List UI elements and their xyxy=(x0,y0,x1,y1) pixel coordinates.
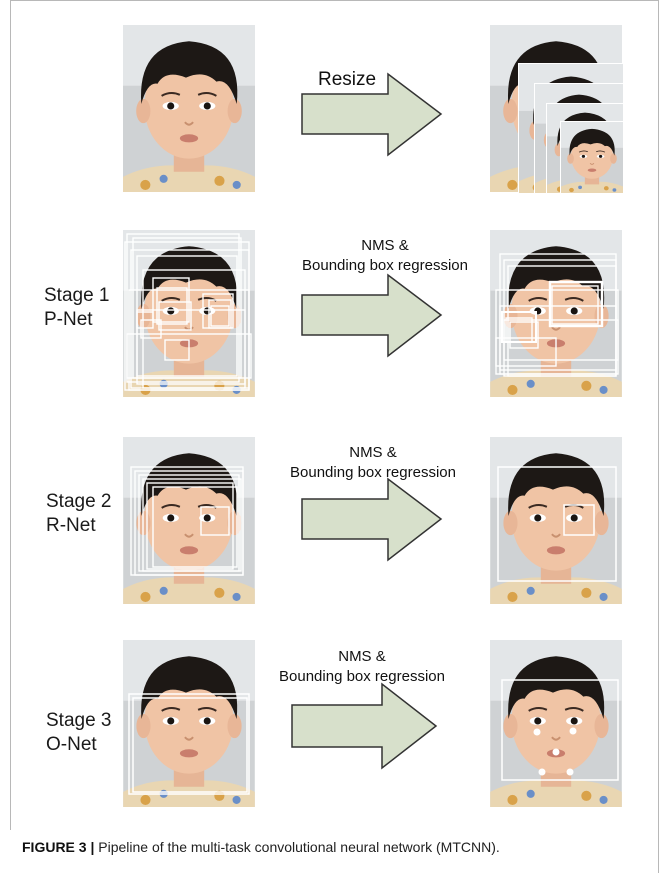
stage2-arrow-line1: NMS & xyxy=(349,444,397,461)
stage1-arrow-line2: Bounding box regression xyxy=(302,257,468,274)
stage1-output-photo xyxy=(490,230,622,397)
stage3-arrow-line2: Bounding box regression xyxy=(279,668,445,685)
stage3-arrow-line1: NMS & xyxy=(338,648,386,665)
stage2-output-photo xyxy=(490,437,622,604)
pyramid-level-5 xyxy=(560,121,624,194)
stage2-network: R-Net xyxy=(46,515,96,536)
stage2-title: Stage 2 xyxy=(46,491,112,512)
stage3-label: Stage 3 O-Net xyxy=(46,709,112,757)
stage1-network: P-Net xyxy=(44,309,93,330)
stage3-arrow xyxy=(290,682,440,770)
figure-border-top xyxy=(10,0,659,1)
stage3-input-photo xyxy=(123,640,255,807)
facial-landmarks xyxy=(533,727,577,776)
stage1-arrow-caption: NMS & Bounding box regression xyxy=(280,236,490,276)
stage1-arrow xyxy=(300,273,445,358)
figure-caption: FIGURE 3 | Pipeline of the multi-task co… xyxy=(22,839,652,855)
figure-border-left xyxy=(10,0,11,830)
stage3-network: O-Net xyxy=(46,734,97,755)
stage1-label: Stage 1 P-Net xyxy=(44,284,110,332)
stage1-title: Stage 1 xyxy=(44,285,110,306)
figure-caption-text: Pipeline of the multi-task convolutional… xyxy=(94,839,500,855)
stage2-arrow-line2: Bounding box regression xyxy=(290,464,456,481)
stage2-arrow-caption: NMS & Bounding box regression xyxy=(268,443,478,483)
stage2-input-photo xyxy=(123,437,255,604)
figure-number: FIGURE 3 | xyxy=(22,839,95,855)
stage3-arrow-caption: NMS & Bounding box regression xyxy=(257,647,467,687)
stage1-input-photo xyxy=(123,230,255,397)
stage2-label: Stage 2 R-Net xyxy=(46,490,112,538)
stage1-arrow-line1: NMS & xyxy=(361,237,409,254)
stage3-title: Stage 3 xyxy=(46,710,112,731)
input-photo xyxy=(123,25,255,192)
stage3-output-photo xyxy=(490,640,622,807)
stage2-arrow xyxy=(300,477,445,562)
resize-text: Resize xyxy=(318,69,377,90)
image-pyramid xyxy=(490,25,625,194)
resize-arrow xyxy=(300,72,445,157)
